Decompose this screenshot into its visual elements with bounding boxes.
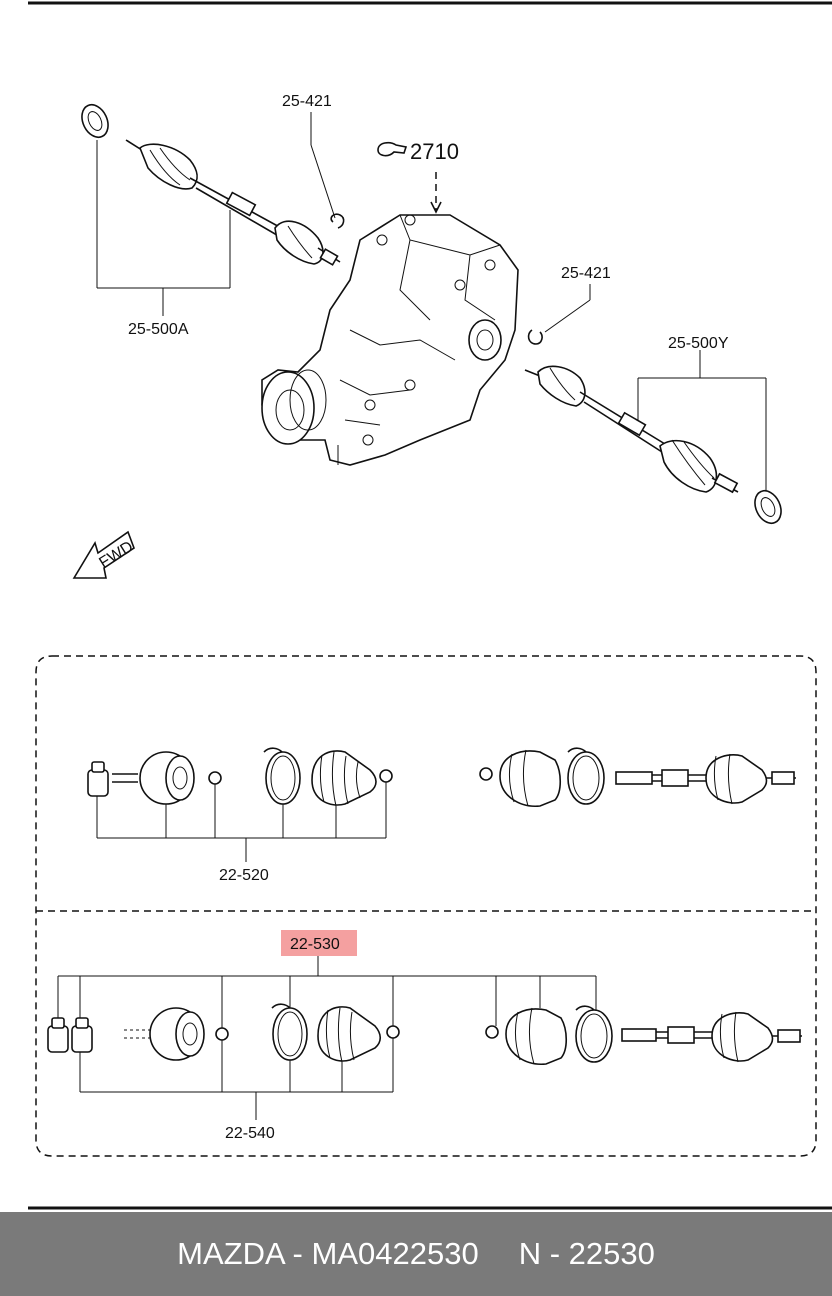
circlip-icon bbox=[208, 771, 222, 785]
footer-bar: MAZDA - MA0422530 N - 22530 bbox=[0, 1212, 832, 1296]
footer-part-number: N - 22530 bbox=[518, 1236, 655, 1271]
kit-22-540-leaders bbox=[79, 1038, 394, 1120]
arrow-2710 bbox=[377, 141, 442, 214]
label-22-530: 22-530 bbox=[290, 936, 340, 953]
kit-22-540-parts bbox=[47, 1003, 400, 1063]
right-circlip bbox=[527, 329, 543, 345]
label-25-421-right: 25-421 bbox=[561, 265, 611, 282]
kit-22-520-parts bbox=[87, 747, 393, 807]
label-22-540: 22-540 bbox=[225, 1125, 275, 1142]
kit-22-530-leaders bbox=[57, 956, 597, 1028]
fwd-arrow-icon: FWD bbox=[72, 530, 136, 579]
label-25-500a: 25-500A bbox=[128, 321, 189, 338]
footer-brand-part: MAZDA - MA0422530 bbox=[177, 1236, 479, 1271]
left-drive-shaft bbox=[81, 103, 341, 266]
pointing-hand-icon bbox=[377, 141, 408, 157]
kit-22-520-shaft bbox=[479, 747, 796, 807]
highlight-22-530 bbox=[281, 930, 357, 956]
rear-differential bbox=[261, 214, 519, 466]
label-22-520: 22-520 bbox=[219, 867, 269, 884]
kit-22-530-shaft bbox=[485, 1005, 802, 1065]
label-25-500y: 25-500Y bbox=[668, 335, 729, 352]
right-drive-shaft bbox=[524, 365, 782, 525]
left-circlip bbox=[330, 213, 345, 229]
upper-leaders bbox=[96, 112, 767, 490]
grease-tube-icon bbox=[87, 769, 109, 797]
kit-box-outline bbox=[35, 655, 817, 1157]
label-2710: 2710 bbox=[410, 139, 459, 164]
kit-22-520-leaders bbox=[96, 782, 387, 862]
label-25-421-top: 25-421 bbox=[282, 93, 332, 110]
